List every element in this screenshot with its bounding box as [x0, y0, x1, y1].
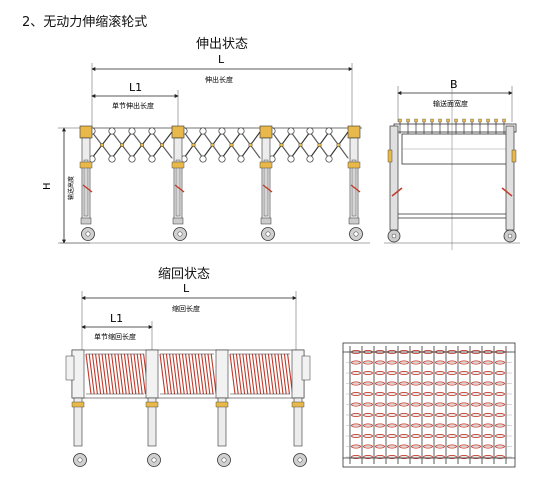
dim-L1-retracted-desc: 单节缩回长度 [94, 332, 136, 341]
dim-L1-retracted-label: L1 [110, 312, 123, 325]
retracted-side-view: L 缩回长度 L1 单节缩回长度 [65, 282, 311, 467]
extended-side-view: L 伸出长度 L1 单节伸出长度 H 输送高度 [42, 53, 370, 244]
dim-H-desc: 输送高度 [67, 176, 75, 200]
dim-L-retracted-desc: 缩回长度 [172, 304, 200, 313]
section-heading: 2、无动力伸缩滚轮式 [22, 15, 148, 30]
dim-B-label: B [450, 78, 458, 91]
end-view: B 输送面宽度 [384, 78, 520, 250]
accordion-links [88, 127, 350, 163]
dim-L-retracted-label: L [183, 282, 190, 295]
support-legs-retracted [65, 349, 311, 467]
dim-L1-desc: 单节伸出长度 [112, 101, 154, 110]
dim-B-desc: 输送面宽度 [433, 99, 468, 108]
top-view [342, 342, 516, 468]
retracted-state-label: 缩回状态 [158, 267, 211, 282]
support-legs [60, 125, 370, 244]
extended-state-label: 伸出状态 [196, 37, 249, 52]
dim-L1-label: L1 [129, 81, 142, 94]
dim-H-label: H [42, 182, 53, 190]
dim-L-label: L [218, 53, 225, 66]
compressed-links [71, 349, 305, 399]
dim-L-desc: 伸出长度 [205, 75, 233, 84]
